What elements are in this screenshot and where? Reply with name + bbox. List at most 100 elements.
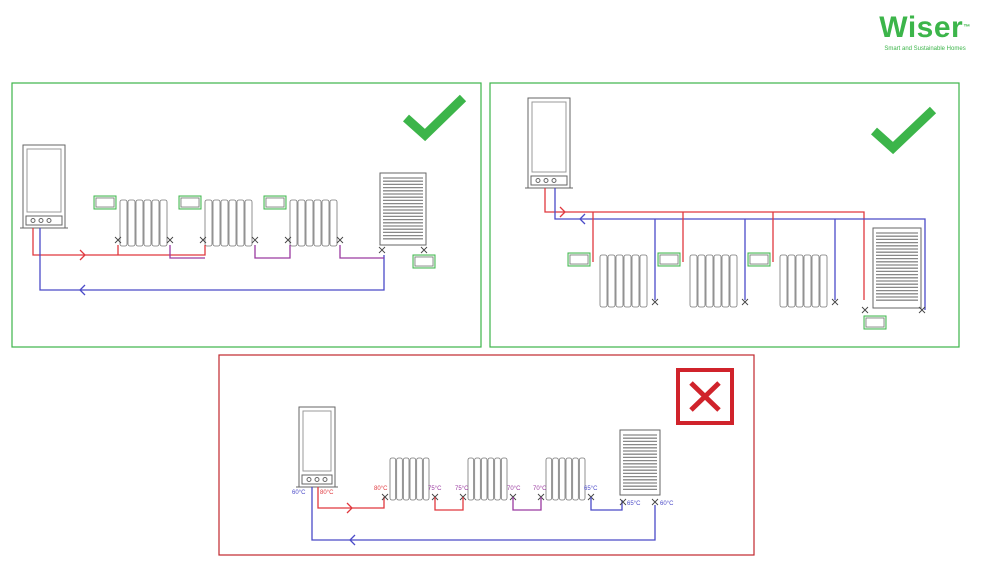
trv-thermostat bbox=[412, 254, 436, 269]
boiler bbox=[296, 406, 338, 488]
radiator-column bbox=[321, 199, 330, 247]
radiator-column bbox=[305, 199, 314, 247]
trv-thermostat bbox=[863, 315, 887, 330]
radiator-column bbox=[159, 199, 168, 247]
trv-thermostat bbox=[657, 252, 681, 267]
flow-arrow bbox=[349, 534, 356, 546]
radiator-column bbox=[623, 254, 632, 308]
valve-icon bbox=[199, 236, 207, 244]
valve-icon bbox=[251, 236, 259, 244]
boiler-dial bbox=[322, 477, 328, 482]
valve-icon bbox=[741, 298, 749, 306]
radiator-column bbox=[228, 199, 237, 247]
radiator-column bbox=[313, 199, 322, 247]
pipe bbox=[39, 228, 385, 291]
radiator bbox=[599, 254, 648, 308]
boiler bbox=[525, 97, 573, 189]
radiator-column bbox=[689, 254, 698, 308]
boiler bbox=[20, 144, 68, 229]
towel-radiator bbox=[619, 429, 661, 496]
valve-icon bbox=[918, 306, 926, 314]
pipe bbox=[32, 228, 118, 256]
trv-thermostat bbox=[263, 195, 287, 210]
radiator-column bbox=[402, 457, 410, 501]
pipe bbox=[254, 245, 291, 259]
temperature-label: 65°C bbox=[584, 486, 598, 492]
boiler-controls bbox=[25, 215, 63, 226]
radiator bbox=[119, 199, 168, 247]
radiator-column bbox=[409, 457, 417, 501]
pipe bbox=[317, 487, 385, 509]
valve-icon bbox=[166, 236, 174, 244]
radiator-column bbox=[236, 199, 245, 247]
trv-head bbox=[865, 317, 885, 328]
boiler-controls bbox=[530, 175, 568, 186]
cross-icon bbox=[676, 368, 734, 425]
radiator-column bbox=[787, 254, 796, 308]
trv-thermostat bbox=[178, 195, 202, 210]
flow-arrow bbox=[579, 213, 586, 225]
boiler-panel bbox=[531, 101, 567, 173]
radiator-column bbox=[329, 199, 338, 247]
radiator-column bbox=[480, 457, 488, 501]
trv-thermostat bbox=[93, 195, 117, 210]
valve-icon bbox=[381, 493, 389, 501]
panel-series-without-control bbox=[218, 354, 755, 556]
radiator-column bbox=[297, 199, 306, 247]
radiator-column bbox=[819, 254, 828, 308]
radiator-column bbox=[803, 254, 812, 308]
radiator-column bbox=[811, 254, 820, 308]
towel-radiator bbox=[872, 227, 922, 309]
radiator-column bbox=[713, 254, 722, 308]
radiator-column bbox=[151, 199, 160, 247]
radiator bbox=[289, 199, 338, 247]
radiator-column bbox=[487, 457, 495, 501]
radiator-column bbox=[565, 457, 573, 501]
radiator-column bbox=[779, 254, 788, 308]
radiator-column bbox=[552, 457, 559, 501]
panel-series-with-trvs bbox=[11, 82, 482, 348]
pipe bbox=[590, 497, 623, 511]
boiler-dial bbox=[38, 218, 44, 223]
radiator-column bbox=[422, 457, 430, 501]
radiator-column bbox=[558, 457, 566, 501]
radiator-column bbox=[135, 199, 144, 247]
pipe bbox=[434, 497, 464, 511]
pipe bbox=[169, 245, 205, 259]
boiler-dial bbox=[535, 178, 541, 183]
boiler-dial bbox=[543, 178, 549, 183]
temperature-label: 60°C bbox=[292, 490, 306, 496]
radiator-column bbox=[220, 199, 229, 247]
temperature-label: 80°C bbox=[374, 486, 388, 492]
radiator-column bbox=[578, 457, 586, 501]
radiator-column bbox=[599, 254, 608, 308]
temperature-label: 80°C bbox=[320, 490, 334, 496]
radiator-column bbox=[721, 254, 730, 308]
logo-word: Wiser™ bbox=[879, 11, 971, 44]
valve-icon bbox=[651, 498, 659, 506]
radiator-column bbox=[204, 199, 213, 247]
radiator-column bbox=[545, 457, 553, 501]
valve-icon bbox=[831, 298, 839, 306]
trv-head bbox=[414, 256, 434, 267]
boiler-panel bbox=[26, 148, 62, 213]
radiator-column bbox=[607, 254, 616, 308]
radiator-column bbox=[494, 457, 501, 501]
temperature-label: 65°C bbox=[627, 501, 641, 507]
radiator-column bbox=[795, 254, 804, 308]
radiator-column bbox=[127, 199, 136, 247]
radiator-column bbox=[697, 254, 706, 308]
radiator bbox=[204, 199, 253, 247]
pipe bbox=[544, 188, 865, 300]
radiator-column bbox=[119, 199, 128, 247]
wiser-logo: Wiser™ Smart and Sustainable Homes bbox=[860, 11, 990, 53]
radiator bbox=[467, 457, 508, 501]
valve-icon bbox=[619, 498, 627, 506]
trv-head bbox=[180, 197, 200, 208]
radiator-column bbox=[572, 457, 579, 501]
radiator-column bbox=[396, 457, 403, 501]
temperature-label: 70°C bbox=[533, 486, 547, 492]
radiator-column bbox=[143, 199, 152, 247]
trv-thermostat bbox=[567, 252, 591, 267]
radiator-column bbox=[289, 199, 298, 247]
